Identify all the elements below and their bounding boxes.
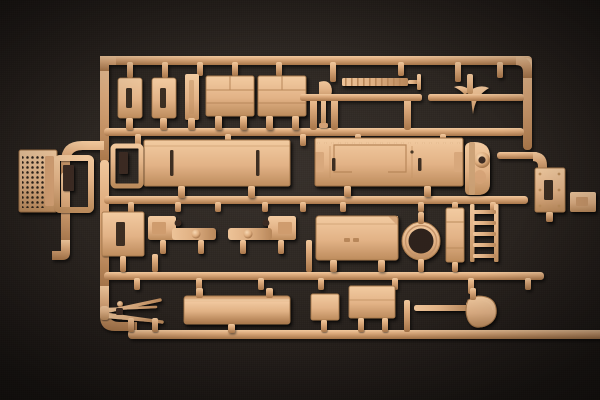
part-slab — [445, 207, 465, 272]
part-engine-deck-plate — [315, 215, 399, 272]
part-stowage-box-2 — [257, 75, 307, 130]
part-mesh-grille-panel — [18, 149, 58, 213]
part-long-fender-plate — [143, 139, 291, 198]
part-riveted-slot-plate — [534, 167, 566, 222]
part-ladder — [470, 204, 499, 262]
part-small-square-block — [310, 293, 340, 332]
sprue-frame-group — [18, 56, 600, 339]
part-small-rectangular-plate-1 — [117, 77, 143, 130]
part-small-rectangular-plate-2 — [151, 77, 177, 130]
part-stowage-box-1 — [205, 75, 255, 130]
top-cell-horizontal-bars — [300, 94, 524, 101]
part-turret-mantlet-block — [465, 142, 490, 195]
part-hatch-ring — [401, 212, 441, 272]
third-row-short-bars — [152, 240, 312, 272]
part-small-frame-near-fender — [110, 143, 144, 189]
bottom-row-cross-bar — [404, 300, 410, 332]
part-suspension-arm-right — [228, 216, 296, 254]
part-suspension-arm-left — [148, 216, 216, 254]
part-fuel-drum-cylinder — [183, 288, 291, 333]
part-toothed-jack-rail — [342, 74, 421, 90]
part-riveted-hull-side-plate — [314, 137, 464, 197]
part-narrow-vertical-strip — [185, 74, 199, 130]
part-right-upper-bracket — [570, 192, 596, 212]
part-small-box — [348, 285, 396, 332]
part-axe-tool — [319, 81, 332, 128]
part-shovel-tool — [414, 288, 497, 328]
